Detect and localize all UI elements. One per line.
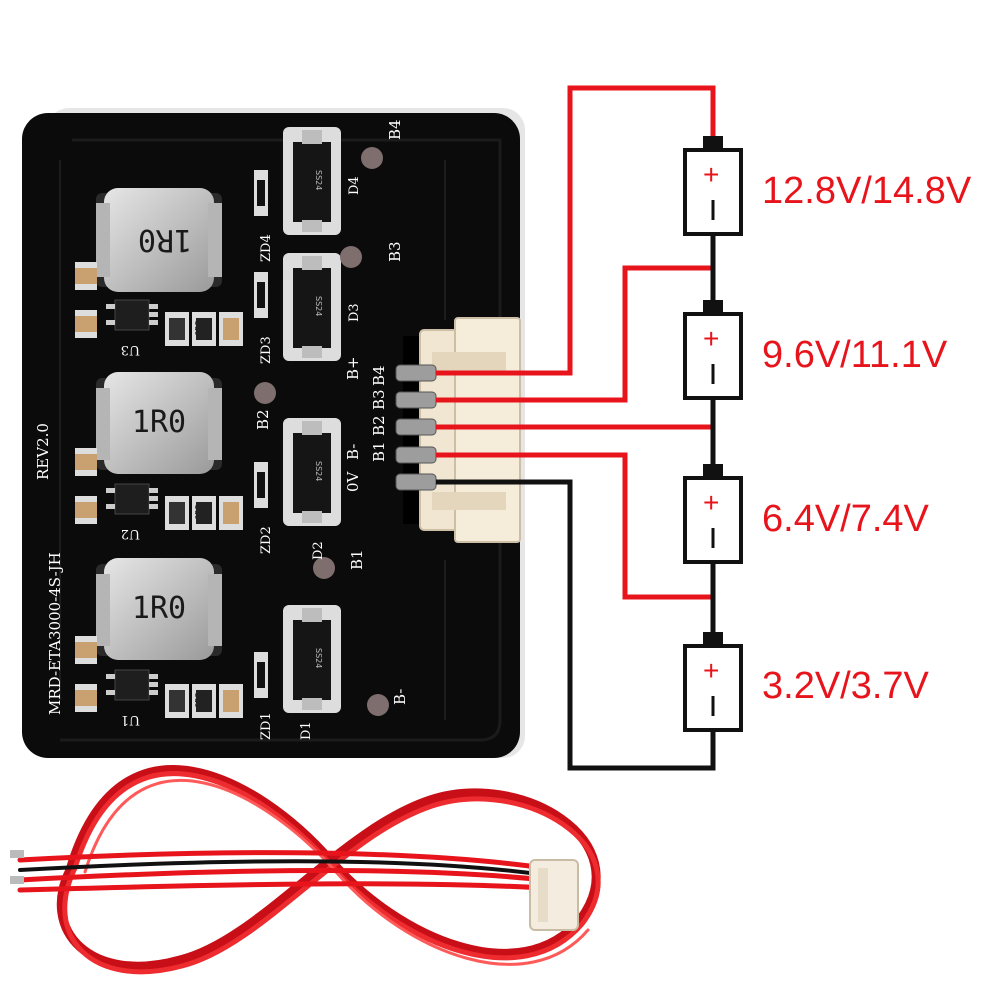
label-pad-b-minus: B-	[391, 689, 409, 705]
wire-harness	[10, 765, 601, 975]
wire-b1	[436, 452, 713, 600]
cell-3-plus: +	[703, 323, 719, 354]
label-d1: D1	[299, 721, 314, 740]
svg-text:1R0: 1R0	[132, 405, 186, 440]
voltage-label-2s: 6.4V/7.4V	[762, 498, 930, 540]
wiring-diagram	[436, 85, 716, 771]
diode-d4: SS24	[283, 127, 341, 235]
battery-cell-3: +	[683, 300, 743, 400]
connector-pin-label-b4: B4	[370, 365, 388, 386]
cell-1-plus: +	[703, 655, 719, 686]
label-pad-b4: B4	[386, 119, 404, 140]
board-model-text: MRD-ETA3000-4S-JH	[46, 552, 64, 715]
label-u2: U2	[121, 526, 140, 541]
label-zd2: ZD2	[259, 526, 274, 554]
diode-d1: SS24	[283, 605, 341, 713]
label-pad-b1: B1	[348, 549, 366, 570]
label-pad-b2: B2	[254, 409, 272, 430]
connector-pin-label-bminus: B-	[344, 444, 362, 460]
cell-4-plus: +	[703, 159, 719, 190]
wire-0v	[436, 479, 716, 771]
wire-b4	[436, 85, 716, 376]
pad-b2	[254, 382, 276, 404]
smd-components: 6R2 6R2 6R2	[75, 170, 268, 718]
label-u1: U1	[121, 712, 140, 727]
pad-b1	[313, 557, 335, 579]
svg-text:SS24: SS24	[314, 296, 323, 316]
connector-pin-label-b1: B1	[370, 441, 388, 462]
svg-text:6R2: 6R2	[194, 692, 203, 708]
diode-d3: SS24	[283, 253, 341, 361]
connector-pin-label-0v: 0V	[344, 470, 362, 492]
battery-cell-4: +	[683, 136, 743, 236]
wire-b3	[436, 265, 713, 403]
label-pad-b3: B3	[386, 241, 404, 262]
inductor-u1: 1R0	[96, 558, 222, 660]
svg-text:SS24: SS24	[314, 648, 323, 668]
balance-connector	[395, 317, 521, 543]
inductor-u3: 1R0	[96, 188, 222, 292]
svg-text:SS24: SS24	[314, 461, 323, 481]
cell-2-plus: +	[703, 487, 719, 518]
label-zd1: ZD1	[259, 712, 274, 740]
voltage-label-4s: 12.8V/14.8V	[762, 170, 972, 212]
battery-cell-2: +	[683, 464, 743, 564]
label-u3: U3	[121, 342, 140, 357]
label-d2: D2	[311, 541, 326, 560]
connector-pin-label-b3: B3	[370, 389, 388, 410]
voltage-label-1s: 3.2V/3.7V	[762, 665, 930, 707]
pad-b3	[340, 246, 362, 268]
svg-text:6R2: 6R2	[194, 320, 203, 336]
svg-text:SS24: SS24	[314, 170, 323, 190]
voltage-label-3s: 9.6V/11.1V	[762, 334, 948, 376]
connector-pin-label-bplus: B+	[344, 356, 362, 380]
pad-b-minus	[367, 694, 389, 716]
pad-b4	[361, 147, 383, 169]
pcb-board: MRD-ETA3000-4S-JH REV2.0 1R0 1R0 1R0	[22, 113, 520, 758]
label-zd3: ZD3	[259, 336, 274, 364]
svg-text:6R2: 6R2	[194, 504, 203, 520]
battery-cell-1: +	[683, 632, 743, 732]
inductor-u2: 1R0	[96, 372, 222, 474]
svg-text:1R0: 1R0	[132, 591, 186, 626]
board-revision-text: REV2.0	[34, 423, 52, 480]
connector-pin-label-b2: B2	[370, 415, 388, 436]
svg-text:1R0: 1R0	[138, 222, 192, 257]
label-d3: D3	[347, 303, 362, 322]
diode-d2: SS24	[283, 418, 341, 526]
label-zd4: ZD4	[259, 234, 274, 262]
label-d4: D4	[347, 176, 362, 195]
